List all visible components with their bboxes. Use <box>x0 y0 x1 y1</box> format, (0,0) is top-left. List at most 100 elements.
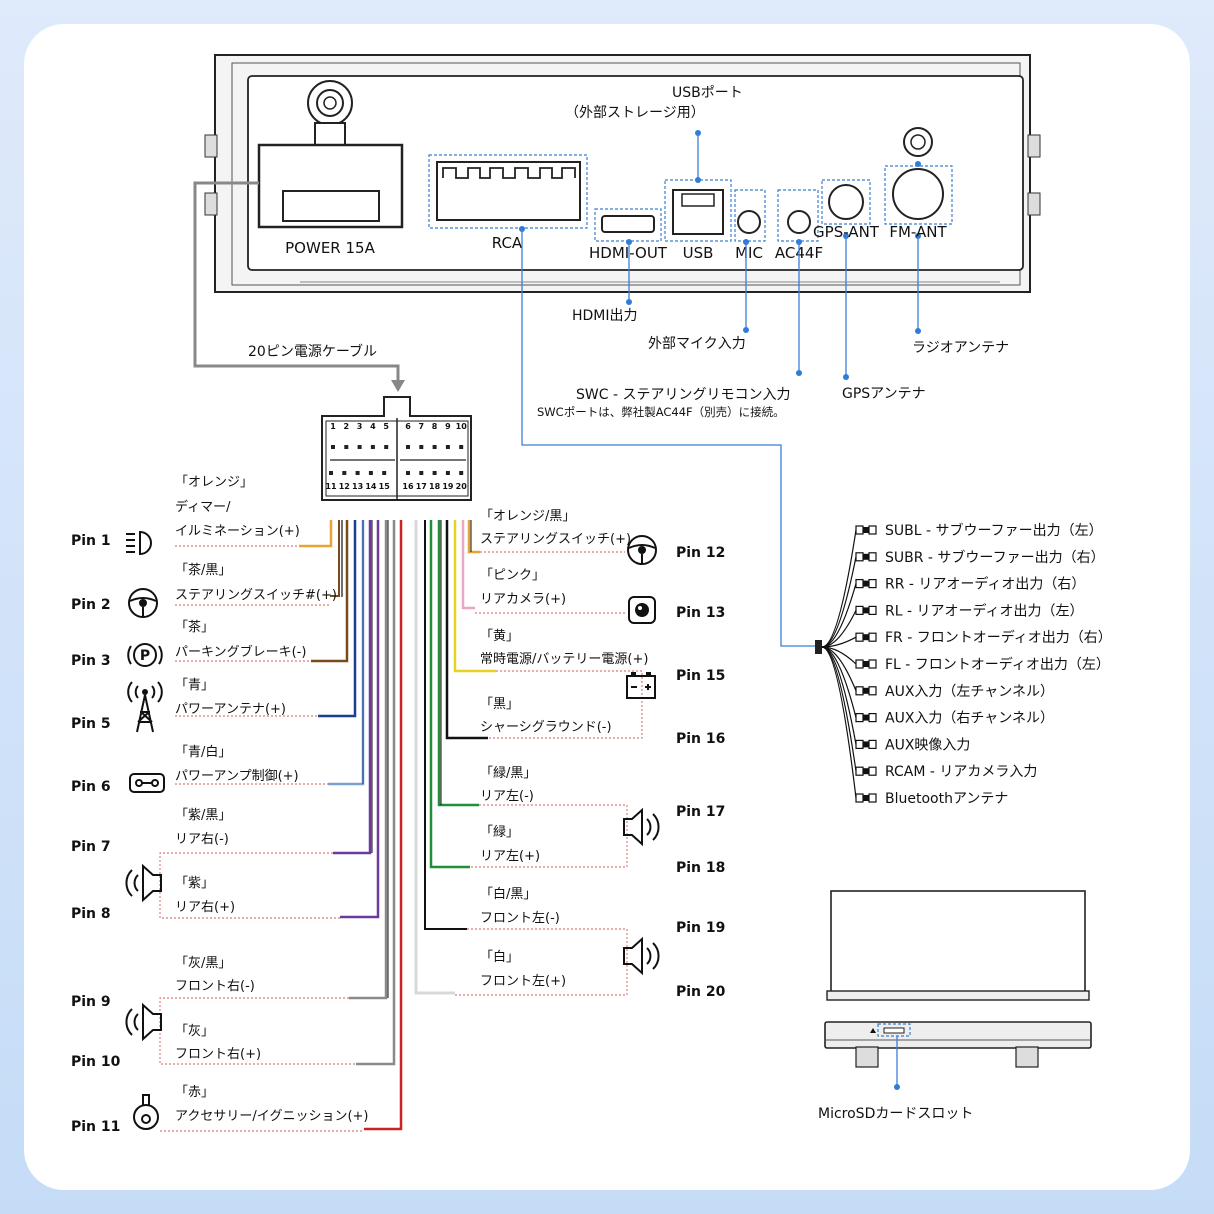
callouts: USBポート （外部ストレージ用） HDMI出力 外部マイク入力 SWC - ス… <box>193 85 1009 647</box>
usb-port <box>664 177 732 242</box>
connector-pin-mark <box>331 445 335 449</box>
left-pin-labels: Pin 1 「オレンジ」 ディマー/ イルミネーション(+) Pin 2 「茶/… <box>71 475 369 1135</box>
rca-output-label: RR - リアオーディオ出力（右） <box>885 576 1085 593</box>
rca-plug-icon <box>855 525 877 535</box>
rca-output-label: AUX入力（左チャンネル） <box>885 684 1054 700</box>
connector-pin-20: 20 <box>456 482 468 491</box>
pin-3-color: 「茶」 <box>175 619 214 635</box>
dimmer-illumination-icon <box>126 530 152 556</box>
rca-plug-icon <box>855 578 877 589</box>
pin-15-desc: 常時電源/バッテリー電源(+) <box>480 652 648 667</box>
gps-antenna-jack <box>821 179 871 239</box>
connector-pin-13: 13 <box>352 482 363 491</box>
pin-18-color: 「緑」 <box>480 825 519 840</box>
connector-pin-3: 3 <box>357 422 363 431</box>
wires-right <box>414 520 496 995</box>
pin-7-color: 「紫/黒」 <box>175 808 231 823</box>
connector-pin-mark <box>355 471 360 475</box>
pin-15-number: Pin 15 <box>676 668 725 684</box>
connector-pin-mark <box>406 471 410 475</box>
connector-pin-12: 12 <box>339 482 350 491</box>
pin-2-color: 「茶/黒」 <box>175 562 231 578</box>
rca-output-label: FR - フロントオーディオ出力（右） <box>885 629 1112 646</box>
power-label: POWER 15A <box>285 239 375 257</box>
pin-1-number: Pin 1 <box>71 533 111 549</box>
pin-11-number: Pin 11 <box>71 1119 120 1135</box>
connector-pin-1: 1 <box>330 422 336 431</box>
connector-pin-7: 7 <box>419 422 425 431</box>
rca-output-label: AUX映像入力 <box>885 737 970 753</box>
ac44f-jack <box>777 189 819 245</box>
fm-label: FM-ANT <box>889 223 947 241</box>
battery-icon <box>626 672 656 699</box>
pin-19-desc: フロント左(-) <box>480 911 560 926</box>
pin-10-color: 「灰」 <box>175 1024 214 1039</box>
pin-8-color: 「紫」 <box>175 876 214 891</box>
connector-pin-mark <box>419 471 424 475</box>
connector-pin-mark <box>432 445 437 449</box>
pin-12-number: Pin 12 <box>676 545 725 561</box>
connector-pin-mark <box>432 471 437 475</box>
speaker-icon-front-left <box>623 936 660 976</box>
pin-16-desc: シャーシグラウンド(-) <box>480 720 612 735</box>
swc-note: SWCポートは、弊社製AC44F（別売）に接続。 <box>537 405 785 419</box>
pin-10-desc: フロント右(+) <box>175 1047 261 1062</box>
pin-1-desc: イルミネーション(+) <box>175 524 300 539</box>
pin-7-number: Pin 7 <box>71 839 111 855</box>
gps-antenna-label: GPSアンテナ <box>842 386 926 402</box>
connector-pin-4: 4 <box>370 422 376 431</box>
amplifier-icon <box>129 773 165 793</box>
connector-pin-mark <box>419 445 424 449</box>
pin-5-color: 「青」 <box>175 678 214 693</box>
pin-17-desc: リア左(-) <box>480 789 534 804</box>
pin-13-desc: リアカメラ(+) <box>480 592 566 607</box>
right-pin-labels: Pin 12 「オレンジ/黒」 ステアリングスイッチ(+) Pin 13 「ピン… <box>480 509 726 1000</box>
rca-plug-icon <box>855 793 877 803</box>
rca-output-label: RCAM - リアカメラ入力 <box>885 764 1037 780</box>
connector-pin-mark <box>370 445 375 449</box>
pin-6-number: Pin 6 <box>71 779 111 795</box>
rca-plug-icon <box>855 632 877 642</box>
ignition-key-icon <box>133 1094 159 1130</box>
rca-plug-icon <box>855 686 877 696</box>
connector-pin-mark <box>384 445 389 449</box>
head-unit-rear-panel: POWER 15A RCA HDMI-OUT USB <box>204 54 1041 293</box>
pin-9-number: Pin 9 <box>71 994 111 1010</box>
rca-harness: SUBL - サブウーファー出力（左）SUBR - サブウーファー出力（右）RR… <box>815 522 1112 807</box>
gps-label: GPS-ANT <box>813 223 880 241</box>
pin-12-color: 「オレンジ/黒」 <box>480 509 575 524</box>
pin-15-color: 「黄」 <box>480 629 519 644</box>
connector-pin-5: 5 <box>383 422 389 431</box>
speaker-icon-rear-left <box>623 807 660 847</box>
connector-pin-mark <box>329 471 333 475</box>
connector-pin-11: 11 <box>325 482 337 491</box>
rca-plug-icon <box>855 659 877 669</box>
pin-2-number: Pin 2 <box>71 597 111 613</box>
pin-7-desc: リア右(-) <box>175 832 229 847</box>
connector-pin-mark <box>342 471 347 475</box>
pin-5-number: Pin 5 <box>71 716 111 732</box>
pin-13-number: Pin 13 <box>676 605 725 621</box>
pin-8-desc: リア右(+) <box>175 900 235 915</box>
parking-brake-icon: P <box>127 643 163 667</box>
pin-9-color: 「灰/黒」 <box>175 956 231 971</box>
steering-wheel-icon-right <box>627 535 657 565</box>
connector-pin-mark <box>357 445 362 449</box>
pin-16-number: Pin 16 <box>676 731 725 747</box>
pin-16-color: 「黒」 <box>480 697 519 712</box>
pin-1-extra: ディマー/ <box>175 499 231 515</box>
rca-lead <box>821 646 857 692</box>
radio-antenna-label: ラジオアンテナ <box>912 340 1009 356</box>
usb-port-title: USBポート <box>672 85 743 101</box>
rca-plug-icon <box>855 605 877 616</box>
connector-pin-mark <box>382 471 387 475</box>
pin-2-desc: ステアリングスイッチ#(+) <box>175 588 337 603</box>
rca-output-label: SUBL - サブウーファー出力（左） <box>885 522 1103 539</box>
usb-port-sub: （外部ストレージ用） <box>565 105 705 121</box>
rca-plug-icon <box>855 552 877 562</box>
rear-camera-icon <box>628 596 656 624</box>
connector-pin-6: 6 <box>405 422 411 431</box>
pin-13-color: 「ピンク」 <box>480 568 545 583</box>
